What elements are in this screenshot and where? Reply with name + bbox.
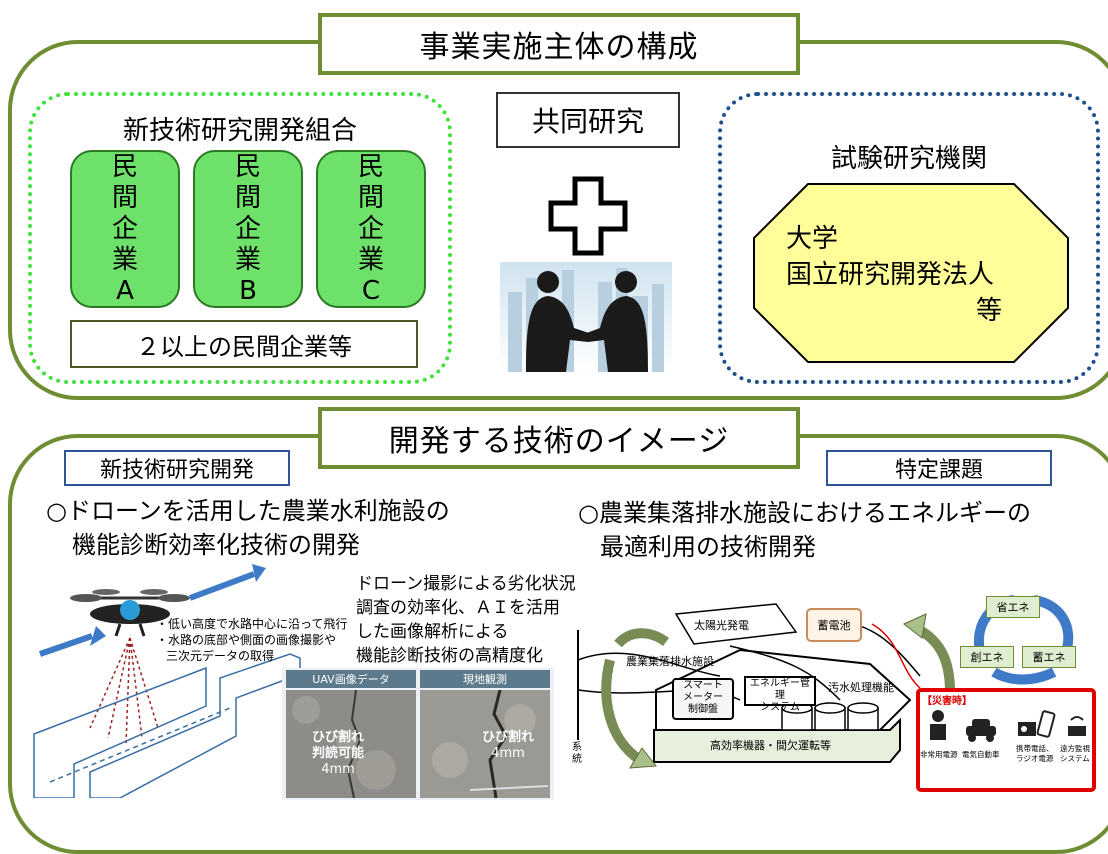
battery-box: 蓄電池 [806,608,862,642]
tag-specific-issue: 特定課題 [826,450,1052,486]
antenna-icon [1068,716,1086,736]
drone-heading-1: ○ドローンを活用した農業水利施設の [46,497,450,525]
bottom-title: 開発する技術のイメージ [318,407,800,469]
joint-research-label: 共同研究 [496,92,680,148]
plus-icon [548,176,628,256]
uav-crack-text: ひび割れ 判読可能 4mm [312,730,365,777]
field-photo-label: 現地観測 [420,670,550,688]
disaster-icons [930,710,1086,742]
institution-line-etc: 等 [976,296,1003,326]
drone-icon [70,589,190,637]
drone-bullets: ・低い高度で水路中心に沿って飛行 ・水路の底部や側面の画像撮影や 三次元データの… [156,617,348,663]
smart-meter-box: スマート メーター 制御盤 [672,678,734,720]
efficient-equipment-label: 高効率機器・間欠運転等 [710,739,831,752]
handshake-image [500,262,672,372]
top-title: 事業実施主体の構成 [318,13,800,75]
uav-photo-label: UAV画像データ [286,670,416,688]
create-energy-box: 創エネ [960,646,1014,668]
field-crack-text: ひび割れ 4mm [482,730,535,761]
grid-label: 系 統 [572,742,582,765]
store-energy-box: 蓄エネ [1022,646,1076,668]
disaster-box: 【災害時】 非常用電源 電気自動車 携帯電話、 ラジオ電源 遠方監視 システム [916,688,1096,792]
uav-photo [286,690,416,798]
worker-icon [930,710,946,740]
battery-label: 蓄電池 [817,619,851,632]
sewage-label: 汚水処理機能 [828,681,894,694]
disaster-label: 【災害時】 [922,696,972,707]
solar-label: 太陽光発電 [694,619,749,632]
field-photo [420,690,550,798]
energy-heading-1: ○農業集落排水施設におけるエネルギーの [578,499,1031,527]
ems-box: エネルギー管理 システム [744,676,816,713]
union-box [28,92,452,384]
institution-line-university: 大学 [786,224,839,254]
facility-label: 農業集落排水施設 [626,655,714,668]
institution-title: 試験研究機関 [830,144,987,174]
drone-description: ドローン撮影による劣化状況 調査の効率化、ＡＩを活用 した画像解析による 機能診… [356,574,576,666]
car-icon [966,719,996,742]
save-energy-box: 省エネ [986,596,1040,618]
radio-icon [1018,722,1036,736]
companies-note: ２以上の民間企業等 [70,320,418,368]
drone-heading-2: 機能診断効率化技術の開発 [72,531,360,559]
institution-box [718,92,1100,384]
institution-octagon [753,183,1069,363]
energy-heading-2: 最適利用の技術開発 [600,533,816,561]
phone-icon [1036,710,1056,738]
institution-line-agency: 国立研究開発法人 [786,260,995,290]
union-title: 新技術研究開発組合 [122,116,357,146]
crack-photos: UAV画像データ 現地観測 ひび割れ 判読可能 4mm ひび割れ 4mm [282,668,554,800]
tag-new-tech: 新技術研究開発 [64,450,290,486]
